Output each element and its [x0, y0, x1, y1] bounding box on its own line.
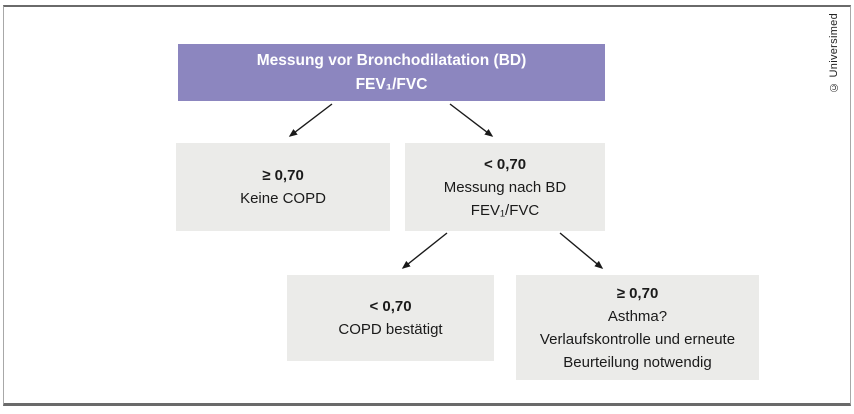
threshold-label: ≥ 0,70: [262, 167, 304, 184]
figure-frame: [3, 5, 851, 406]
node-asthma-verlaufskontrolle: ≥ 0,70 Asthma? Verlaufskontrolle und ern…: [516, 275, 759, 380]
root-line-2: FEV₁/FVC: [355, 75, 428, 93]
node-line: Asthma?: [607, 307, 668, 325]
node-line: Messung nach BD: [443, 178, 567, 196]
copyright-credit: © Universimed: [828, 13, 840, 94]
threshold-label: < 0,70: [369, 298, 412, 315]
node-copd-bestaetigt: < 0,70 COPD bestätigt: [287, 275, 494, 361]
node-messung-nach-bd: < 0,70 Messung nach BD FEV₁/FVC: [405, 143, 605, 231]
threshold-label: ≥ 0,70: [616, 284, 659, 302]
threshold-label: < 0,70: [483, 155, 527, 173]
root-line-1: Messung vor Bronchodilatation (BD): [256, 51, 527, 69]
node-keine-copd: ≥ 0,70 Keine COPD: [176, 143, 390, 231]
node-line: Verlaufskontrolle und erneute: [539, 330, 736, 348]
node-messung-vor-bd: Messung vor Bronchodilatation (BD) FEV₁/…: [178, 44, 605, 101]
node-line: Beurteilung notwendig: [563, 353, 712, 371]
node-line: Keine COPD: [240, 190, 326, 207]
node-line: COPD bestätigt: [338, 321, 443, 338]
node-line: FEV₁/FVC: [470, 201, 540, 219]
